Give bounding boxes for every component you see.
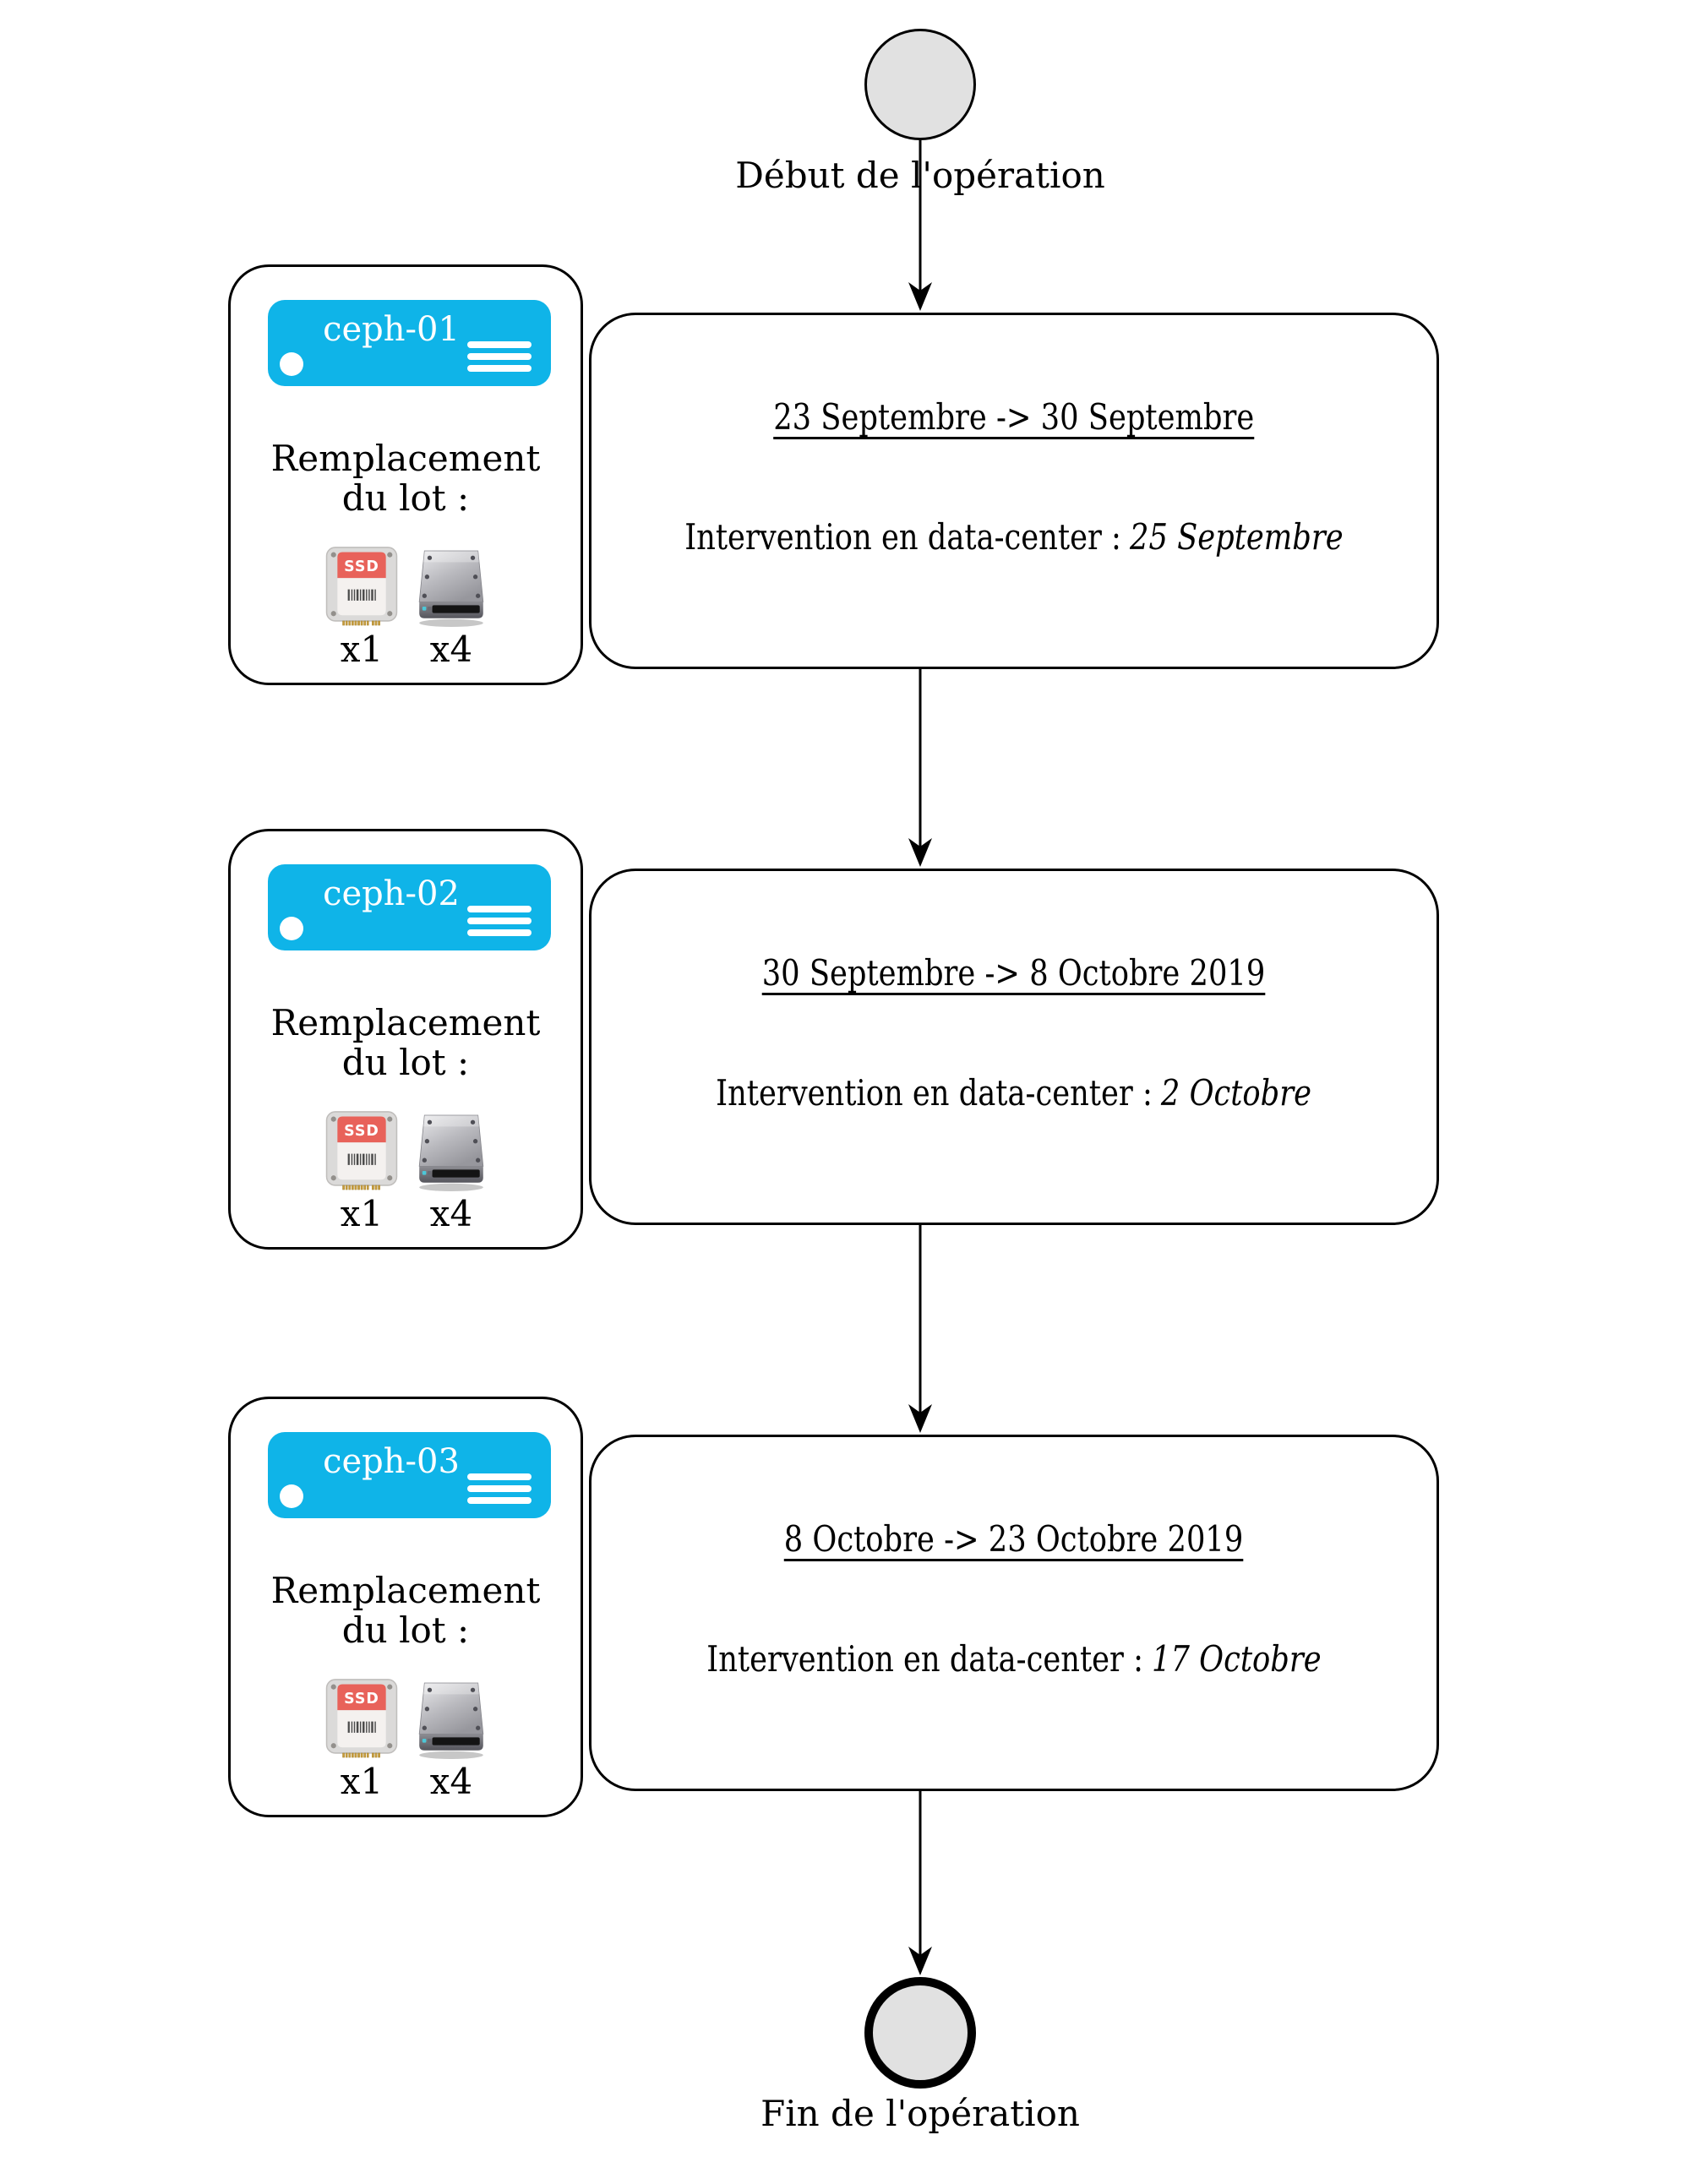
period-text: 30 Septembre -> 8 Octobre 2019 <box>762 952 1266 994</box>
intervention-text: Intervention en data-center : <box>716 1072 1153 1114</box>
ssd-badge: SSD <box>344 1123 379 1140</box>
server-card-ceph-01: ceph-01 Remplacement du lot : SSD x1 x4 <box>228 264 583 685</box>
period-text: 23 Septembre -> 30 Septembre <box>773 396 1255 438</box>
flow-arrow-1 <box>908 140 932 311</box>
card-heading: Remplacement du lot : <box>231 1003 581 1082</box>
server-name: ceph-01 <box>323 310 460 349</box>
period-title: 30 Septembre -> 8 Octobre 2019 <box>592 952 1436 994</box>
intervention-text: Intervention en data-center : <box>684 516 1122 558</box>
intervention-text: Intervention en data-center : <box>706 1638 1144 1680</box>
activity-box-2: 30 Septembre -> 8 Octobre 2019 Intervent… <box>589 869 1439 1225</box>
status-dot-icon <box>280 352 303 376</box>
server-header: ceph-01 <box>268 300 551 386</box>
intervention-line: Intervention en data-center :25 Septembr… <box>592 516 1436 558</box>
flow-arrow-3 <box>908 1225 932 1433</box>
card-heading-line1: Remplacement <box>270 1570 541 1611</box>
hdd-icon <box>418 1114 484 1192</box>
flow-arrow-2 <box>908 669 932 867</box>
server-name: ceph-03 <box>323 1442 460 1481</box>
server-header: ceph-02 <box>268 864 551 950</box>
flow-arrow-4 <box>908 1791 932 1975</box>
start-node <box>864 29 976 140</box>
hdd-icon <box>418 1682 484 1760</box>
end-label: Fin de l'opération <box>760 2093 1080 2134</box>
end-node <box>864 1977 976 2089</box>
menu-icon <box>467 341 532 377</box>
hdd-count: x4 <box>429 1193 473 1234</box>
period-title: 8 Octobre -> 23 Octobre 2019 <box>592 1518 1436 1560</box>
intervention-date: 2 Octobre <box>1161 1072 1312 1114</box>
period-title: 23 Septembre -> 30 Septembre <box>592 396 1436 438</box>
server-header: ceph-03 <box>268 1432 551 1518</box>
card-heading-line1: Remplacement <box>270 1002 541 1043</box>
ssd-count: x1 <box>340 1761 384 1802</box>
intervention-line: Intervention en data-center :2 Octobre <box>592 1072 1436 1114</box>
ssd-badge: SSD <box>344 558 379 575</box>
card-heading-line1: Remplacement <box>270 438 541 479</box>
ssd-badge: SSD <box>344 1691 379 1707</box>
intervention-date: 17 Octobre <box>1152 1638 1322 1680</box>
menu-icon <box>467 906 532 941</box>
menu-icon <box>467 1473 532 1509</box>
ssd-count: x1 <box>340 1193 384 1234</box>
activity-box-3: 8 Octobre -> 23 Octobre 2019 Interventio… <box>589 1435 1439 1791</box>
intervention-line: Intervention en data-center :17 Octobre <box>592 1638 1436 1680</box>
card-heading-line2: du lot : <box>341 1609 470 1651</box>
period-text: 8 Octobre -> 23 Octobre 2019 <box>784 1518 1244 1560</box>
status-dot-icon <box>280 1484 303 1508</box>
server-card-ceph-02: ceph-02 Remplacement du lot : SSD x1 x4 <box>228 829 583 1250</box>
activity-box-1: 23 Septembre -> 30 Septembre Interventio… <box>589 313 1439 669</box>
ssd-icon: SSD <box>325 1679 398 1758</box>
intervention-date: 25 Septembre <box>1130 516 1344 558</box>
hdd-count: x4 <box>429 1761 473 1802</box>
ssd-icon: SSD <box>325 1111 398 1190</box>
ssd-icon: SSD <box>325 547 398 626</box>
hdd-icon <box>418 550 484 628</box>
server-card-ceph-03: ceph-03 Remplacement du lot : SSD x1 x4 <box>228 1397 583 1817</box>
card-heading: Remplacement du lot : <box>231 1571 581 1650</box>
card-heading-line2: du lot : <box>341 1042 470 1083</box>
ssd-count: x1 <box>340 629 384 670</box>
status-dot-icon <box>280 917 303 940</box>
server-name: ceph-02 <box>323 874 460 913</box>
start-label: Début de l'opération <box>735 155 1105 196</box>
card-heading: Remplacement du lot : <box>231 438 581 518</box>
card-heading-line2: du lot : <box>341 477 470 519</box>
hdd-count: x4 <box>429 629 473 670</box>
